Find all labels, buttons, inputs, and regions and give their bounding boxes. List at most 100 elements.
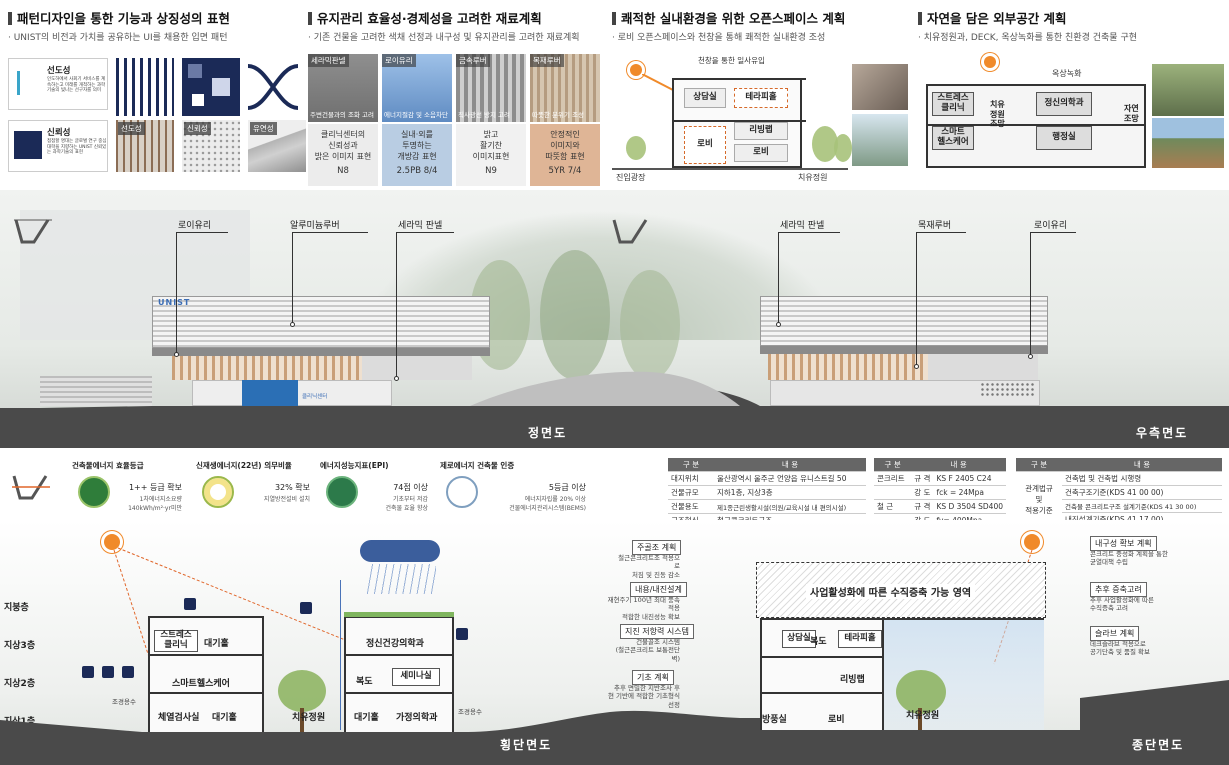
zeb-badge-icon <box>446 476 478 508</box>
outdoor-photo1 <box>1152 64 1224 116</box>
pattern-graphic-squares <box>182 58 240 116</box>
cross-room-garden: 치유정원 <box>292 713 326 723</box>
outdoor-section: 자연을 담은 외부공간 계획 · 치유정원과, DECK, 옥상녹화를 통한 친… <box>918 8 1224 180</box>
curve-svg <box>247 64 299 110</box>
front-logo: UNIST <box>158 298 191 307</box>
energy-item-renewable: 신재생에너지(22년) 의무비율 32% 확보 지열방전설비 설치 <box>196 460 314 516</box>
long-room-windbreak: 방풍실 <box>762 715 787 725</box>
front-label-ceramic: 세라믹 판넬 <box>398 221 443 231</box>
cross-room-thermo: 체열검사실 <box>158 713 200 723</box>
pattern-card-trust: 신뢰성 접점할 명대는 글로벌 연구 중심대학을 지향하는 UNIST 신뢰있는… <box>8 120 108 172</box>
section-band: 지붕층 지상3층 지상2층 지상1층 스트레스 클리닉 대기홀 스마트헬스케어 … <box>0 520 1229 765</box>
long-room-lobby: 로비 <box>828 715 845 725</box>
pattern-title: 패턴디자인을 통한 기능과 상징성의 표현 <box>8 8 298 27</box>
cross-note-water1: 조경용수 <box>112 698 136 706</box>
rain-cloud-icon <box>360 540 440 562</box>
elevation-ground <box>0 371 1229 448</box>
openspace-ground <box>612 168 848 170</box>
elevation-band: UNIST 클리닉센터 로이유리 알루미늄루버 세라믹 판넬 세라믹 판넬 목 <box>0 190 1229 448</box>
struct-note-extension: 추후 증축고려 <box>1090 582 1147 597</box>
cross-room-stress: 스트레스 클리닉 <box>154 630 198 652</box>
right-label-lowe: 로이유리 <box>1034 221 1068 231</box>
openspace-section: 쾌적한 실내환경을 위한 오픈스페이스 계획 · 로비 오픈스페이스와 천창을 … <box>612 8 908 182</box>
spec-row: 건축물 콘크리트구조 설계기준(KDS 41 30 00) <box>1016 499 1222 513</box>
struct-note-foundation: 기초 계획 <box>632 670 674 685</box>
long-room-corridor: 복도 <box>810 637 827 647</box>
material-photo-wood: 목재루버 따뜻한 분위기 조성 <box>530 54 600 122</box>
cross-room-corridor: 복도 <box>356 677 373 687</box>
outdoor-room-admin: 행정실 <box>1036 126 1092 150</box>
long-sun-icon <box>1024 534 1040 550</box>
outdoor-photo2 <box>1152 118 1224 168</box>
pattern-photo-trust: 신뢰성 <box>182 120 240 172</box>
openspace-subtitle: · 로비 오픈스페이스와 천창을 통해 쾌적한 실내환경 조성 <box>612 33 826 43</box>
cross-note-water2: 조경용수 <box>458 708 482 716</box>
trust-title: 신뢰성 <box>47 128 71 138</box>
view-garden-label: 치유 정원 조망 <box>990 100 1005 129</box>
right-elevation-title: 우측면도 <box>1136 426 1189 440</box>
efficiency-badge-icon <box>78 476 110 508</box>
floor-label-roof: 지붕층 <box>4 603 29 613</box>
trust-desc: 접점할 명대는 글로벌 연구 중심대학을 지향하는 UNIST 신뢰있는 과학기… <box>47 139 107 156</box>
leading-title: 선도성 <box>47 66 71 76</box>
section-ground <box>0 680 1229 765</box>
roof-green-label: 옥상녹화 <box>1052 69 1082 78</box>
openspace-photo2 <box>852 114 908 166</box>
direction-icon-right <box>612 219 648 244</box>
vertical-expansion-label: 사업활성화에 따른 수직증축 가능 영역 <box>806 584 976 599</box>
floor-label-2f: 지상2층 <box>4 679 36 689</box>
skylight-label: 천창을 통한 일사유입 <box>698 56 765 65</box>
epi-badge-icon <box>326 476 358 508</box>
pattern-graphic-lines <box>116 58 174 116</box>
ground-left-label: 진입광장 <box>616 173 646 182</box>
right-label-ceramic: 세라믹 판넬 <box>780 221 825 231</box>
openspace-photo1 <box>852 64 908 110</box>
struct-note-slab: 슬라브 계획 <box>1090 626 1140 641</box>
energy-item-efficiency: 건축물에너지 효율등급 1++ 등급 확보 1차에너지소요량 140kWh/m²… <box>72 461 182 512</box>
openspace-room-therapy: 테라피홀 <box>734 88 788 108</box>
cross-sun-rays <box>113 547 361 661</box>
direction-icon-cross <box>12 475 50 500</box>
pattern-card-leading: 선도성 인도하에서 사회기 서비스를 계속하는고 미래를 개척하는 과학기술의 … <box>8 58 108 110</box>
cross-room-family: 가정의학과 <box>396 713 438 723</box>
long-room-therapy: 테라피홀 <box>838 630 882 648</box>
energy-item-zeb: 제로에너지 건축물 인증 5등급 이상 에너지자립률 20% 이상 건물에너지관… <box>440 461 586 512</box>
outdoor-title: 자연을 담은 외부공간 계획 <box>918 8 1224 27</box>
pattern-photo-leading: 선도성 <box>116 120 174 172</box>
outdoor-room-smart: 스마트 헬스케어 <box>932 126 974 150</box>
leading-desc: 인도하에서 사회기 서비스를 계속하는고 미래를 개척하는 과학기술의 빛나는 … <box>47 77 106 94</box>
long-room-counsel: 상담실 <box>782 630 816 648</box>
floor-label-3f: 지상3층 <box>4 641 36 651</box>
long-room-garden: 치유정원 <box>906 711 940 721</box>
pattern-section: 패턴디자인을 통한 기능과 상징성의 표현 · UNIST의 비전과 가치를 공… <box>8 8 306 180</box>
material-swatch-wood: 안정적인 이미지와 따뜻함 표현 5YR 7/4 <box>530 124 600 186</box>
right-label-wood: 목재루버 <box>918 221 952 231</box>
trust-icon <box>14 131 42 159</box>
long-room-livinglab: 리빙랩 <box>840 675 865 685</box>
cross-room-smart: 스마트헬스케어 <box>172 679 230 689</box>
cross-room-wait1: 대기홀 <box>204 639 229 649</box>
cross-icon-1 <box>82 666 94 678</box>
energy-item-epi: 에너지성능지표(EPI) 74점 이상 기초부터 저감 건축물 효율 향상 <box>320 461 428 512</box>
energy-panel: 건축물에너지 효율등급 1++ 등급 확보 1차에너지소요량 140kWh/m²… <box>0 456 600 518</box>
right-elevation-building <box>760 296 1048 406</box>
openspace-room-livinglab: 리빙랩 <box>734 122 788 140</box>
cross-icon-6 <box>456 628 468 640</box>
cross-icon-2 <box>102 666 114 678</box>
struct-note-wind: 내용/내진설계 <box>630 582 687 597</box>
outdoor-room-stress: 스트레스 클리닉 <box>932 92 974 116</box>
materials-section: 유지관리 효율성·경제성을 고려한 재료계획 · 기존 건물을 고려한 색채 선… <box>308 8 600 186</box>
spec-row: 건축구조기준(KDS 41 00 00) <box>1016 485 1222 500</box>
materials-title: 유지관리 효율성·경제성을 고려한 재료계획 <box>308 8 600 27</box>
cross-room-wait2: 대기홀 <box>212 713 237 723</box>
